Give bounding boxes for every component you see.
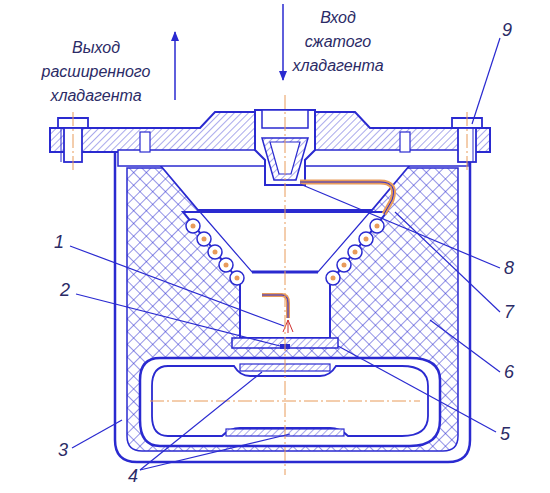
flow-label: Выход расширенного хладагента (26, 36, 166, 108)
coil-turn (337, 258, 351, 272)
coil-turn (197, 232, 211, 246)
coil-turn (219, 258, 233, 272)
coil-core (375, 224, 380, 229)
coil-core (364, 237, 369, 242)
callout-number: 8 (504, 258, 514, 278)
coil-turn (348, 245, 362, 259)
coil-core (353, 250, 358, 255)
coil-core (342, 263, 347, 268)
coil-turn (230, 271, 244, 285)
coil-core (235, 276, 240, 281)
coil-core (224, 263, 229, 268)
flow-label: Вход сжатого хладагента (292, 6, 384, 78)
coil-core (202, 237, 207, 242)
coil-core (331, 276, 336, 281)
callout-number: 6 (504, 362, 514, 382)
coil-core (191, 224, 196, 229)
callout-number: 1 (54, 232, 64, 252)
coil-core (213, 250, 218, 255)
coil-turn (370, 219, 384, 233)
callout-number: 2 (60, 280, 70, 300)
callout-number: 5 (500, 424, 510, 444)
coil-turn (208, 245, 222, 259)
coil-turn (186, 219, 200, 233)
callout-number: 3 (58, 440, 68, 460)
coil-turn (326, 271, 340, 285)
coil-turn (359, 232, 373, 246)
callout-number: 4 (128, 466, 138, 486)
callout-number: 9 (502, 20, 512, 40)
callout-number: 7 (504, 302, 514, 322)
